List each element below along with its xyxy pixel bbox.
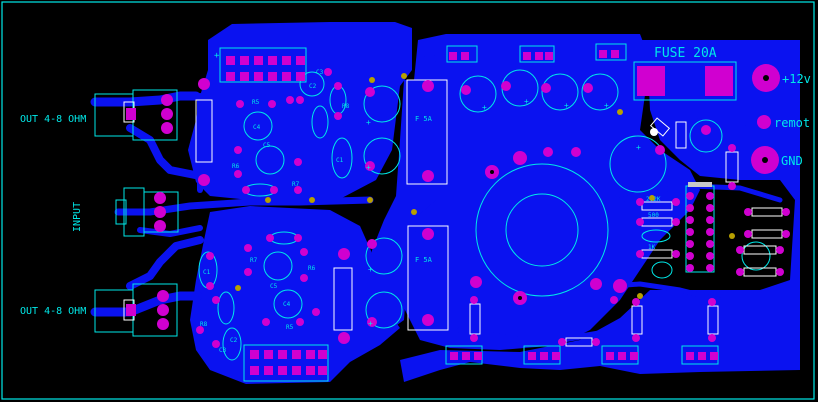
c2-top-label: C2 <box>309 83 317 90</box>
cap-marker <box>650 128 658 136</box>
plus-marker: + <box>366 163 371 172</box>
c4-top-label: C4 <box>253 124 261 131</box>
r7-top-label: R7 <box>292 181 300 188</box>
via-layer <box>235 73 735 299</box>
pad-layer <box>126 50 790 375</box>
c3-bot-label: C3 <box>219 347 227 354</box>
r6-bot-label: R6 <box>308 265 316 272</box>
r5-bot-label: R5 <box>286 324 294 331</box>
c3-top-label: C3 <box>316 69 324 76</box>
remote-label: remot <box>774 116 810 130</box>
gnd-label: GND <box>781 154 803 168</box>
out-top-label: OUT 4-8 OHM <box>20 114 86 125</box>
plus-marker: + <box>564 101 569 110</box>
plus12v-label: +12v <box>782 72 811 86</box>
plus-marker: + <box>482 103 487 112</box>
out-bottom-label: OUT 4-8 OHM <box>20 306 86 317</box>
r1k-label: 1K <box>648 244 656 251</box>
plus-marker: + <box>636 143 641 152</box>
c2-bot-label: C2 <box>230 337 238 344</box>
plus-marker: + <box>214 51 220 61</box>
c5-bot-label: C5 <box>270 283 278 290</box>
c1-bot-label: C1 <box>203 269 211 276</box>
r6-top-label: R6 <box>232 163 240 170</box>
input-label: INPUT <box>72 202 83 232</box>
silkscreen-layer <box>94 43 783 382</box>
plus-marker: + <box>366 118 371 127</box>
c4-bot-label: C4 <box>283 301 291 308</box>
plus-marker: + <box>368 265 373 274</box>
c5-top-label: C5 <box>263 142 271 149</box>
plus-marker: + <box>368 319 373 328</box>
jumper <box>688 182 712 187</box>
r8-bot-label: R8 <box>200 321 208 328</box>
r500-label: 500 <box>648 212 659 219</box>
fuse-left-label: F 5A <box>415 115 433 123</box>
fuse-20a-label: FUSE 20A <box>654 46 717 61</box>
c1-top-label: C1 <box>336 157 344 164</box>
r7-bot-label: R7 <box>250 257 258 264</box>
plus-marker: + <box>604 101 609 110</box>
plus-marker: + <box>524 97 529 106</box>
drill-layer <box>490 75 769 300</box>
r8-top-label: R8 <box>342 103 350 110</box>
r5-top-label: R5 <box>252 99 260 106</box>
fuse-right-label: F 5A <box>415 256 433 264</box>
silkscreen-text: FUSE 20A +12v remot GND OUT 4-8 OHM OUT … <box>20 46 811 354</box>
r2k-label: 2.2K <box>646 196 661 203</box>
